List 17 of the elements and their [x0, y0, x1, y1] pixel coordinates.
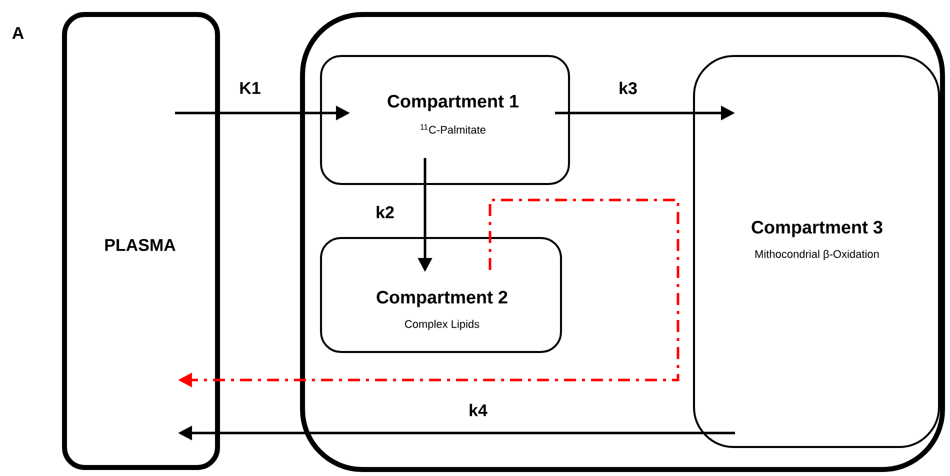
node-title: Compartment 2 — [376, 290, 508, 308]
compartment-box — [320, 55, 570, 185]
edge-label: k4 — [468, 402, 488, 418]
edge-label: k3 — [618, 80, 638, 96]
node-subtitle: Complex Lipids — [404, 320, 480, 330]
panel-letter: A — [12, 27, 24, 39]
plasma-box — [62, 12, 220, 470]
compartment-box — [693, 55, 940, 448]
node-subtitle: Mithocondrial β-Oxidation — [755, 250, 879, 260]
edge-label: K1 — [238, 81, 262, 95]
edge-label: k2 — [374, 204, 396, 220]
node-subtitle: $^{11}$C-Palmitate — [420, 124, 486, 134]
node-label: PLASMA — [105, 238, 176, 252]
node-title: Compartment 3 — [752, 220, 882, 238]
tissue-box — [300, 12, 945, 472]
node-title: Compartment 1 — [388, 94, 518, 112]
compartment-box — [320, 237, 562, 353]
